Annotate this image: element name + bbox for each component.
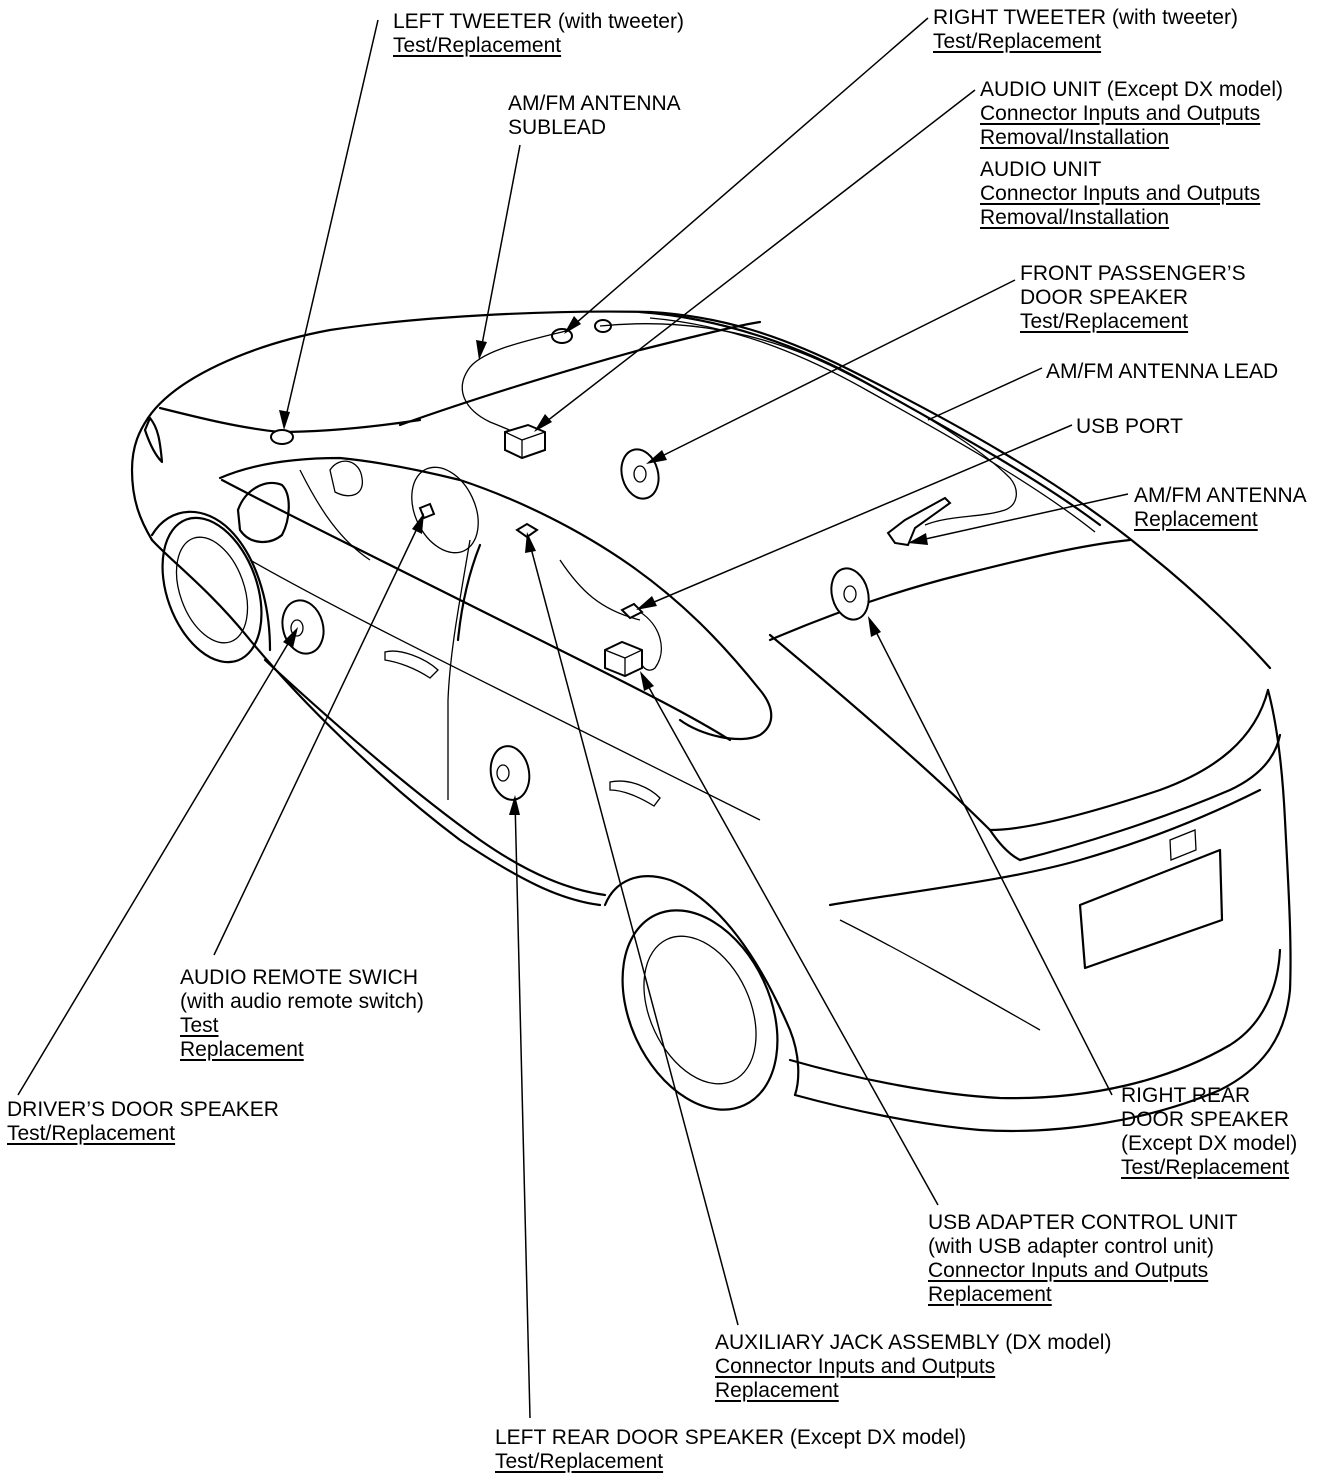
am-fm-antenna-replacement-link[interactable]: Replacement	[1134, 508, 1258, 531]
left-rear-speaker-callout: LEFT REAR DOOR SPEAKER (Except DX model)…	[495, 1426, 966, 1474]
usb-adapter-sublabel: (with USB adapter control unit)	[928, 1235, 1214, 1258]
front-passenger-speaker-test-link[interactable]: Test/Replacement	[1020, 310, 1189, 333]
usb-adapter-connector-link[interactable]: Connector Inputs and Outputs	[928, 1259, 1209, 1282]
right-rear-speaker-part	[830, 567, 870, 621]
right-tweeter-label: RIGHT TWEETER (with tweeter)	[933, 6, 1238, 29]
front-passenger-speaker-callout: FRONT PASSENGER’S DOOR SPEAKER Test/Repl…	[1020, 262, 1246, 334]
usb-port-part	[620, 602, 644, 620]
left-rear-speaker-part	[489, 745, 531, 801]
right-tweeter-test-replacement-link[interactable]: Test/Replacement	[933, 30, 1102, 53]
driver-door-speaker-label: DRIVER’S DOOR SPEAKER	[7, 1098, 279, 1121]
usb-port-label: USB PORT	[1076, 415, 1183, 438]
usb-port-callout: USB PORT	[1076, 415, 1183, 439]
left-rear-speaker-test-link[interactable]: Test/Replacement	[495, 1450, 664, 1473]
audio-remote-switch-replacement-link[interactable]: Replacement	[180, 1038, 304, 1061]
front-passenger-speaker-part	[620, 448, 660, 500]
aux-jack-callout: AUXILIARY JACK ASSEMBLY (DX model) Conne…	[715, 1331, 1111, 1403]
antenna-lead-callout: AM/FM ANTENNA LEAD	[1046, 360, 1278, 384]
am-fm-antenna-callout: AM/FM ANTENNA Replacement	[1134, 484, 1307, 532]
audio-remote-switch-test-link[interactable]: Test	[180, 1014, 219, 1037]
right-tweeter-callout: RIGHT TWEETER (with tweeter) Test/Replac…	[933, 6, 1238, 54]
usb-adapter-replacement-link[interactable]: Replacement	[928, 1283, 1052, 1306]
audio-unit-except-dx-removal-link[interactable]: Removal/Installation	[980, 126, 1170, 149]
usb-adapter-callout: USB ADAPTER CONTROL UNIT (with USB adapt…	[928, 1211, 1238, 1307]
usb-adapter-label: USB ADAPTER CONTROL UNIT	[928, 1211, 1238, 1234]
usb-adapter-part	[604, 640, 643, 678]
leader-lines	[17, 17, 1129, 1419]
left-rear-speaker-label: LEFT REAR DOOR SPEAKER (Except DX model)	[495, 1426, 967, 1449]
audio-unit-callout: AUDIO UNIT Connector Inputs and Outputs …	[980, 158, 1260, 230]
audio-unit-except-dx-callout: AUDIO UNIT (Except DX model) Connector I…	[980, 78, 1283, 150]
right-rear-speaker-label-line2: DOOR SPEAKER	[1121, 1108, 1290, 1131]
aux-jack-part	[515, 522, 539, 539]
audio-unit-removal-link[interactable]: Removal/Installation	[980, 206, 1170, 229]
antenna-sublead-callout: AM/FM ANTENNA SUBLEAD	[508, 92, 681, 140]
aux-jack-replacement-link[interactable]: Replacement	[715, 1379, 839, 1402]
right-rear-speaker-test-link[interactable]: Test/Replacement	[1121, 1156, 1290, 1179]
front-passenger-speaker-label-line1: FRONT PASSENGER’S	[1020, 262, 1246, 285]
audio-unit-part	[504, 423, 546, 460]
driver-door-speaker-test-link[interactable]: Test/Replacement	[7, 1122, 176, 1145]
front-passenger-speaker-label-line2: DOOR SPEAKER	[1020, 286, 1189, 309]
audio-remote-switch-label: AUDIO REMOTE SWICH	[180, 966, 419, 989]
left-tweeter-label: LEFT TWEETER (with tweeter)	[393, 10, 684, 33]
right-rear-speaker-label-line1: RIGHT REAR	[1121, 1084, 1251, 1107]
audio-unit-except-dx-label: AUDIO UNIT (Except DX model)	[980, 78, 1284, 101]
am-fm-antenna-part	[886, 496, 952, 547]
aux-jack-label: AUXILIARY JACK ASSEMBLY (DX model)	[715, 1331, 1112, 1354]
left-tweeter-callout: LEFT TWEETER (with tweeter) Test/Replace…	[393, 10, 684, 58]
left-tweeter-test-replacement-link[interactable]: Test/Replacement	[393, 34, 562, 57]
antenna-lead-label: AM/FM ANTENNA LEAD	[1046, 360, 1279, 383]
right-rear-speaker-label-line3: (Except DX model)	[1121, 1132, 1298, 1155]
am-fm-antenna-label: AM/FM ANTENNA	[1134, 484, 1307, 507]
right-tweeter-part	[551, 328, 573, 344]
left-tweeter-part	[270, 429, 294, 445]
audio-unit-connector-link[interactable]: Connector Inputs and Outputs	[980, 182, 1261, 205]
right-rear-speaker-callout: RIGHT REAR DOOR SPEAKER (Except DX model…	[1121, 1084, 1297, 1180]
driver-door-speaker-callout: DRIVER’S DOOR SPEAKER Test/Replacement	[7, 1098, 279, 1146]
audio-unit-label: AUDIO UNIT	[980, 158, 1102, 181]
aux-jack-connector-link[interactable]: Connector Inputs and Outputs	[715, 1355, 996, 1378]
antenna-sublead-label-line2: SUBLEAD	[508, 116, 607, 139]
audio-remote-switch-sublabel: (with audio remote switch)	[180, 990, 424, 1013]
audio-unit-except-dx-connector-link[interactable]: Connector Inputs and Outputs	[980, 102, 1261, 125]
antenna-sublead-label-line1: AM/FM ANTENNA	[508, 92, 681, 115]
audio-remote-switch-callout: AUDIO REMOTE SWICH (with audio remote sw…	[180, 966, 424, 1062]
